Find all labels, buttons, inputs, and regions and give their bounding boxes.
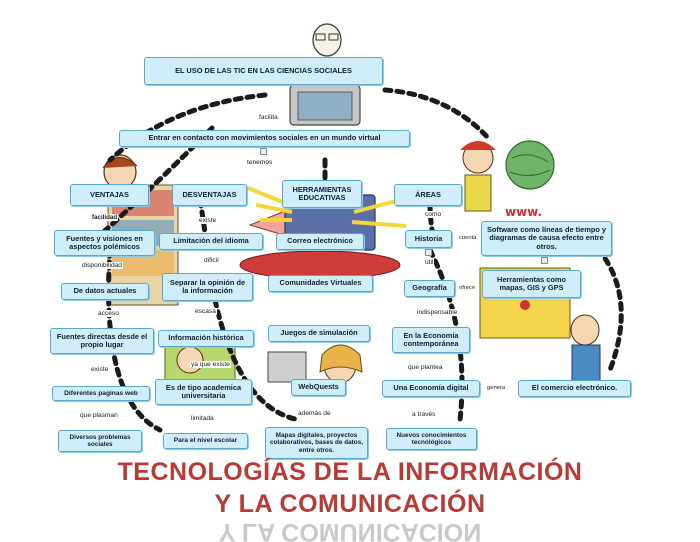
node-correo[interactable]: Correo electrónico (276, 233, 364, 250)
link-label-que-plasman: que plasman (79, 412, 119, 419)
link-label-genera: genera (486, 385, 507, 391)
svg-text:www.: www. (505, 205, 542, 219)
document-icon (541, 257, 548, 264)
link-label-facilita: facilita (258, 114, 279, 121)
node-mapas-digitales[interactable]: Mapas digitales, proyectos colaborativos… (265, 427, 368, 459)
document-icon (260, 148, 267, 155)
node-diversos[interactable]: Diversos problemas sociales (58, 430, 142, 452)
node-limitacion[interactable]: Limitación del idioma (159, 233, 263, 250)
node-ventajas[interactable]: VENTAJAS (70, 184, 149, 206)
link-label-como: como (424, 211, 443, 218)
link-label-ya-que-existe: ya que existe (190, 361, 231, 368)
link-label-existe: existe (198, 217, 218, 224)
link-label-existe-2: existe (90, 366, 110, 373)
banner-reflection: Y LA COMUNICACIÓN (218, 522, 482, 542)
node-fuentes-visiones[interactable]: Fuentes y visiones en aspectos polémicos (54, 230, 155, 256)
node-areas[interactable]: ÁREAS (394, 184, 462, 206)
link-label-limitada: limitada (190, 415, 215, 422)
node-comunidades[interactable]: Comunidades Virtuales (268, 275, 373, 292)
node-desventajas[interactable]: DESVENTAJAS (172, 184, 247, 206)
node-comercio[interactable]: El comercio electrónico. (518, 380, 631, 397)
link-label-escasa: escasa (194, 308, 217, 315)
link-label-cuenta: cuenta (458, 235, 478, 241)
right-character-illustration: www. (460, 140, 555, 219)
link-label-facilidad: facilidad (91, 214, 119, 221)
link-label-util: útil (424, 259, 435, 266)
banner-title-line1: TECNOLOGÍAS DE LA INFORMACIÓN (117, 458, 583, 486)
link-label-a-traves: a través (411, 411, 437, 418)
node-fuentes-directas[interactable]: Fuentes directas desde el propio lugar (50, 328, 154, 354)
link-label-disponibilidad: disponibilidad (81, 262, 123, 269)
node-herramientas[interactable]: HERRAMIENTAS EDUCATIVAS (282, 180, 362, 208)
node-juegos[interactable]: Juegos de simulación (268, 325, 370, 342)
node-herr-mapas[interactable]: Herramientas como mapas, GIS y GPS (482, 270, 581, 298)
node-nuevos[interactable]: Nuevos conocimientos tecnológicos (386, 428, 477, 450)
banner-title-line2: Y LA COMUNICACIÓN (214, 490, 486, 518)
node-geografia[interactable]: Geografía (404, 280, 455, 297)
link-label-tenemos: tenemos (246, 159, 274, 166)
node-contacto[interactable]: Entrar en contacto con movimientos socia… (119, 130, 410, 147)
document-icon (425, 249, 432, 256)
top-character-illustration (289, 23, 361, 126)
bottom-center-illustration (267, 344, 363, 384)
node-economia-cont[interactable]: En la Economía contemporánea (392, 327, 470, 353)
node-economia-digital[interactable]: Una Economía digital (382, 380, 480, 397)
node-webquests[interactable]: WebQuests (291, 379, 346, 396)
node-diferentes-paginas[interactable]: Diferentes paginas web (52, 386, 150, 401)
link-label-acceso: acceso (97, 310, 120, 317)
node-academica[interactable]: Es de tipo academica universitaria (155, 379, 252, 405)
link-label-que-plantea: que plantea (407, 364, 444, 371)
link-label-indispensable: indispensable (416, 309, 459, 316)
node-software[interactable]: Software como líneas de tiempo y diagram… (481, 221, 612, 256)
node-datos-actuales[interactable]: De datos actuales (61, 283, 149, 300)
node-nivel-escolar[interactable]: Para el nivel escolar (163, 433, 248, 449)
node-separar[interactable]: Separar la opinión de la información (162, 273, 253, 301)
node-title[interactable]: EL USO DE LAS TIC EN LAS CIENCIAS SOCIAL… (144, 57, 383, 85)
node-info-historica[interactable]: Información histórica (158, 330, 254, 347)
node-historia[interactable]: Historia (405, 230, 452, 248)
link-label-ofrece: ofrece (458, 285, 477, 291)
link-label-ademas-de: además de (297, 410, 332, 417)
link-label-dificil: dificil (203, 257, 220, 264)
